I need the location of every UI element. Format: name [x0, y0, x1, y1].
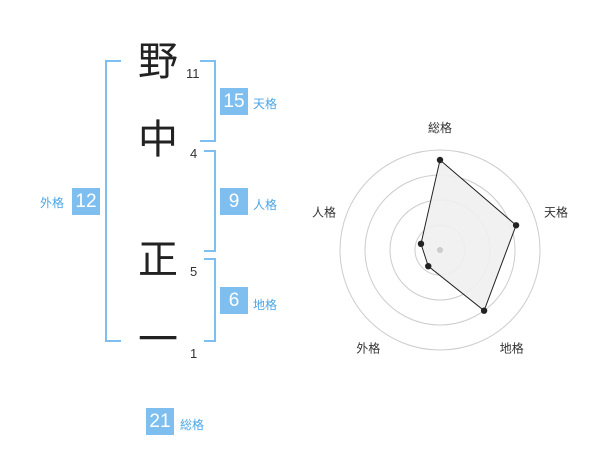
jinkaku-value: 9 — [220, 188, 248, 215]
gaikaku-label: 外格 — [40, 196, 65, 210]
radar-center-dot — [437, 247, 443, 253]
stroke-count-1: 11 — [186, 66, 200, 81]
gaikaku-value: 12 — [72, 188, 100, 215]
radar-point-5 — [417, 240, 425, 248]
name-char-1: 野 — [138, 39, 178, 85]
radar-point-2 — [512, 222, 520, 229]
radar-axis-label-5: 人格 — [312, 204, 336, 219]
tenkaku-bracket — [200, 60, 216, 142]
chikaku-label: 地格 — [253, 298, 278, 312]
radar-point-1 — [436, 156, 444, 164]
chikaku-bracket — [204, 258, 216, 342]
radar-series-polygon — [420, 159, 517, 312]
tenkaku-label: 天格 — [253, 97, 278, 111]
chikaku-value: 6 — [220, 287, 248, 314]
radar-point-3 — [480, 307, 488, 314]
soukaku-label: 総格 — [180, 418, 205, 432]
radar-axis-label-4: 外格 — [356, 341, 380, 356]
jinkaku-bracket — [204, 150, 216, 252]
gaikaku-bracket — [105, 60, 121, 342]
radar-point-4 — [425, 262, 432, 270]
radar-axis-label-1: 総格 — [428, 120, 452, 135]
radar-axis-label-3: 地格 — [500, 341, 524, 356]
stroke-count-4: 1 — [190, 346, 198, 361]
name-char-2: 中 — [138, 117, 178, 163]
name-char-4: 一 — [138, 317, 178, 363]
tenkaku-value: 15 — [220, 88, 248, 115]
radar-grid-ring — [339, 149, 541, 351]
name-char-3: 正 — [138, 237, 178, 283]
stroke-count-3: 5 — [190, 264, 198, 279]
soukaku-value: 21 — [146, 408, 174, 435]
jinkaku-label: 人格 — [253, 198, 278, 212]
stroke-count-2: 4 — [190, 146, 198, 161]
radar-axis-label-2: 天格 — [544, 204, 568, 219]
